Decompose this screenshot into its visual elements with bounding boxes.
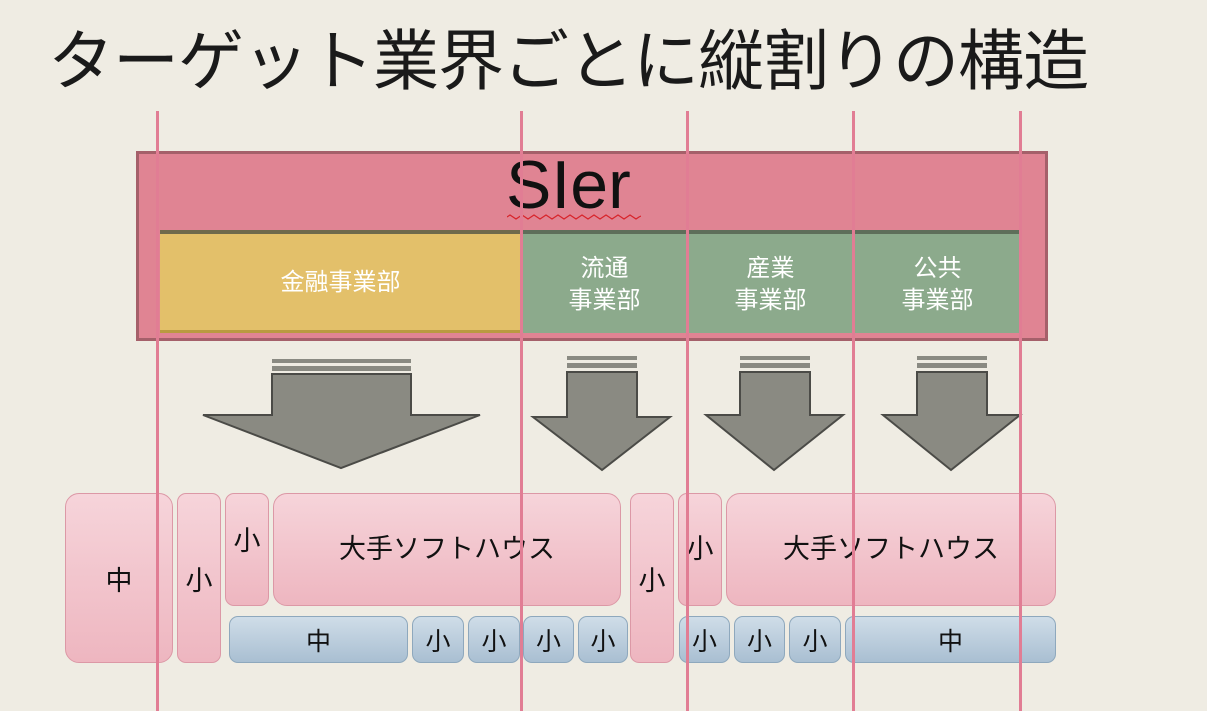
company-sho: 小: [225, 493, 269, 606]
company-chu: 中: [845, 616, 1056, 663]
dept-kinyu: 金融事業部: [160, 230, 521, 333]
company-sho: 小: [523, 616, 574, 663]
divider-line: [852, 111, 855, 711]
company-ote-soft-house: 大手ソフトハウス: [726, 493, 1056, 606]
divider-line: [156, 111, 159, 711]
dept-ryutsu: 流通 事業部: [523, 230, 686, 333]
spellcheck-squiggle: [507, 214, 641, 220]
company-sho: 小: [630, 493, 674, 663]
arrow-kinyu: [202, 359, 481, 470]
company-chu: 中: [229, 616, 408, 663]
arrows-layer: [202, 356, 1023, 472]
arrow-sangyo: [703, 356, 846, 472]
company-chu: 中: [65, 493, 173, 663]
company-sho: 小: [578, 616, 628, 663]
company-sho: 小: [177, 493, 221, 663]
company-sho: 小: [734, 616, 785, 663]
company-sho: 小: [789, 616, 841, 663]
page-title: ターゲット業界ごとに縦割りの構造: [48, 23, 1089, 100]
company-ote-soft-house: 大手ソフトハウス: [273, 493, 621, 606]
divider-line: [686, 111, 689, 711]
dept-kokyo: 公共 事業部: [855, 230, 1020, 333]
company-sho: 小: [678, 493, 722, 606]
divider-line: [520, 111, 523, 711]
dept-sangyo: 産業 事業部: [689, 230, 852, 333]
arrow-kokyo: [880, 356, 1023, 472]
company-sho: 小: [412, 616, 464, 663]
company-sho: 小: [468, 616, 520, 663]
divider-line: [1019, 111, 1022, 711]
sier-label: SIer: [506, 147, 631, 223]
arrow-ryutsu: [530, 356, 673, 472]
